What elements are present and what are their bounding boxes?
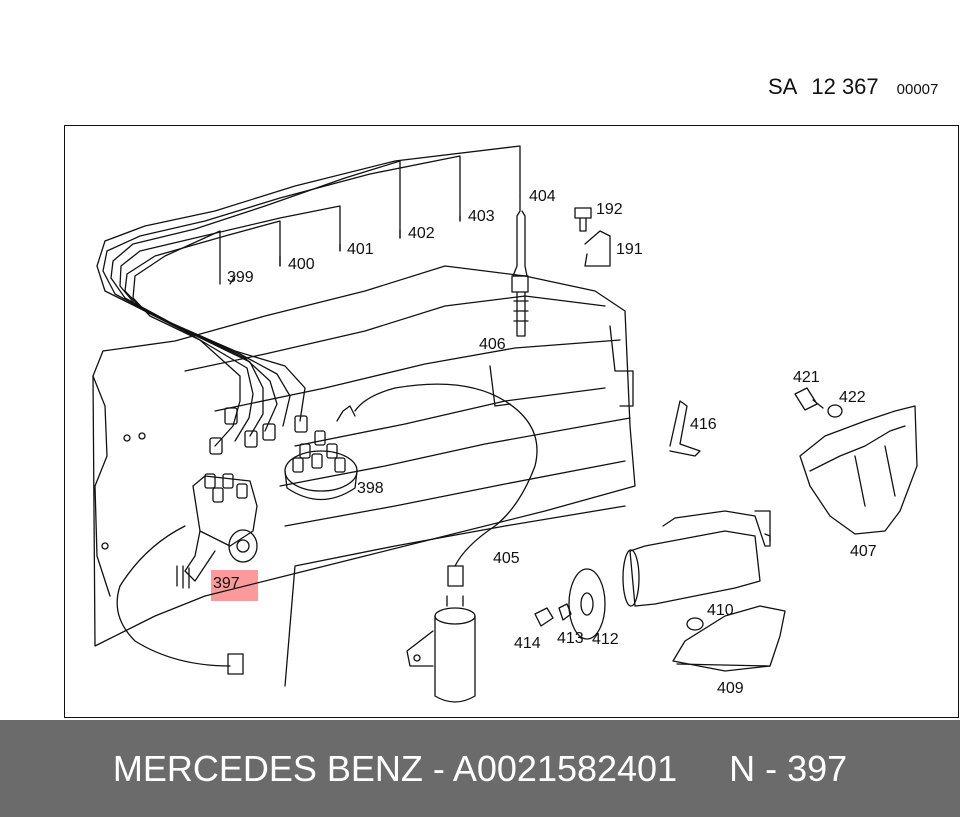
callout-402: 402 [408, 225, 435, 242]
ignition-wire [354, 383, 538, 567]
callout-414: 414 [514, 635, 541, 652]
distributor-body [192, 475, 258, 547]
parts-diagram: 399 400 401 402 403 404 192 191 406 398 … [64, 125, 959, 718]
callout-399: 399 [227, 269, 254, 286]
engine-illustration: 399 400 401 402 403 404 192 191 406 398 … [92, 145, 918, 703]
callout-398: 398 [357, 480, 384, 497]
callout-400: 400 [288, 256, 315, 273]
callout-404: 404 [529, 188, 556, 205]
footer-brand-part: MERCEDES BENZ - A0021582401 [112, 747, 678, 789]
drawing-sequence: 00007 [896, 81, 939, 98]
callout-397: 397 [213, 575, 240, 592]
callout-406: 406 [479, 336, 506, 353]
callout-413: 413 [557, 630, 584, 647]
callout-410: 410 [707, 602, 734, 619]
callout-192: 192 [596, 201, 623, 218]
callout-403: 403 [468, 208, 495, 225]
callout-401: 401 [347, 241, 374, 258]
callout-412: 412 [592, 631, 619, 648]
ignition-coil [434, 615, 476, 703]
engine-block-outline [92, 265, 636, 647]
callout-191: 191 [616, 241, 643, 258]
drawing-number: 12 367 [811, 74, 879, 99]
drawing-prefix: SA [768, 74, 798, 99]
footer-ref-part: N - 397 [729, 747, 848, 789]
heat-shield [799, 405, 918, 535]
callout-421: 421 [793, 369, 820, 386]
highlight-marker [211, 570, 258, 601]
footer-bar: MERCEDES BENZ - A0021582401 N - 397 [0, 720, 960, 817]
callout-407: 407 [850, 543, 877, 560]
callout-409: 409 [717, 680, 744, 697]
callout-422: 422 [839, 389, 866, 406]
drawing-code: SA 12 367 00007 [768, 74, 938, 100]
starter-motor [629, 530, 761, 607]
fuel-line-bundle [96, 145, 521, 422]
callout-405: 405 [493, 550, 520, 567]
callout-416: 416 [690, 416, 717, 433]
